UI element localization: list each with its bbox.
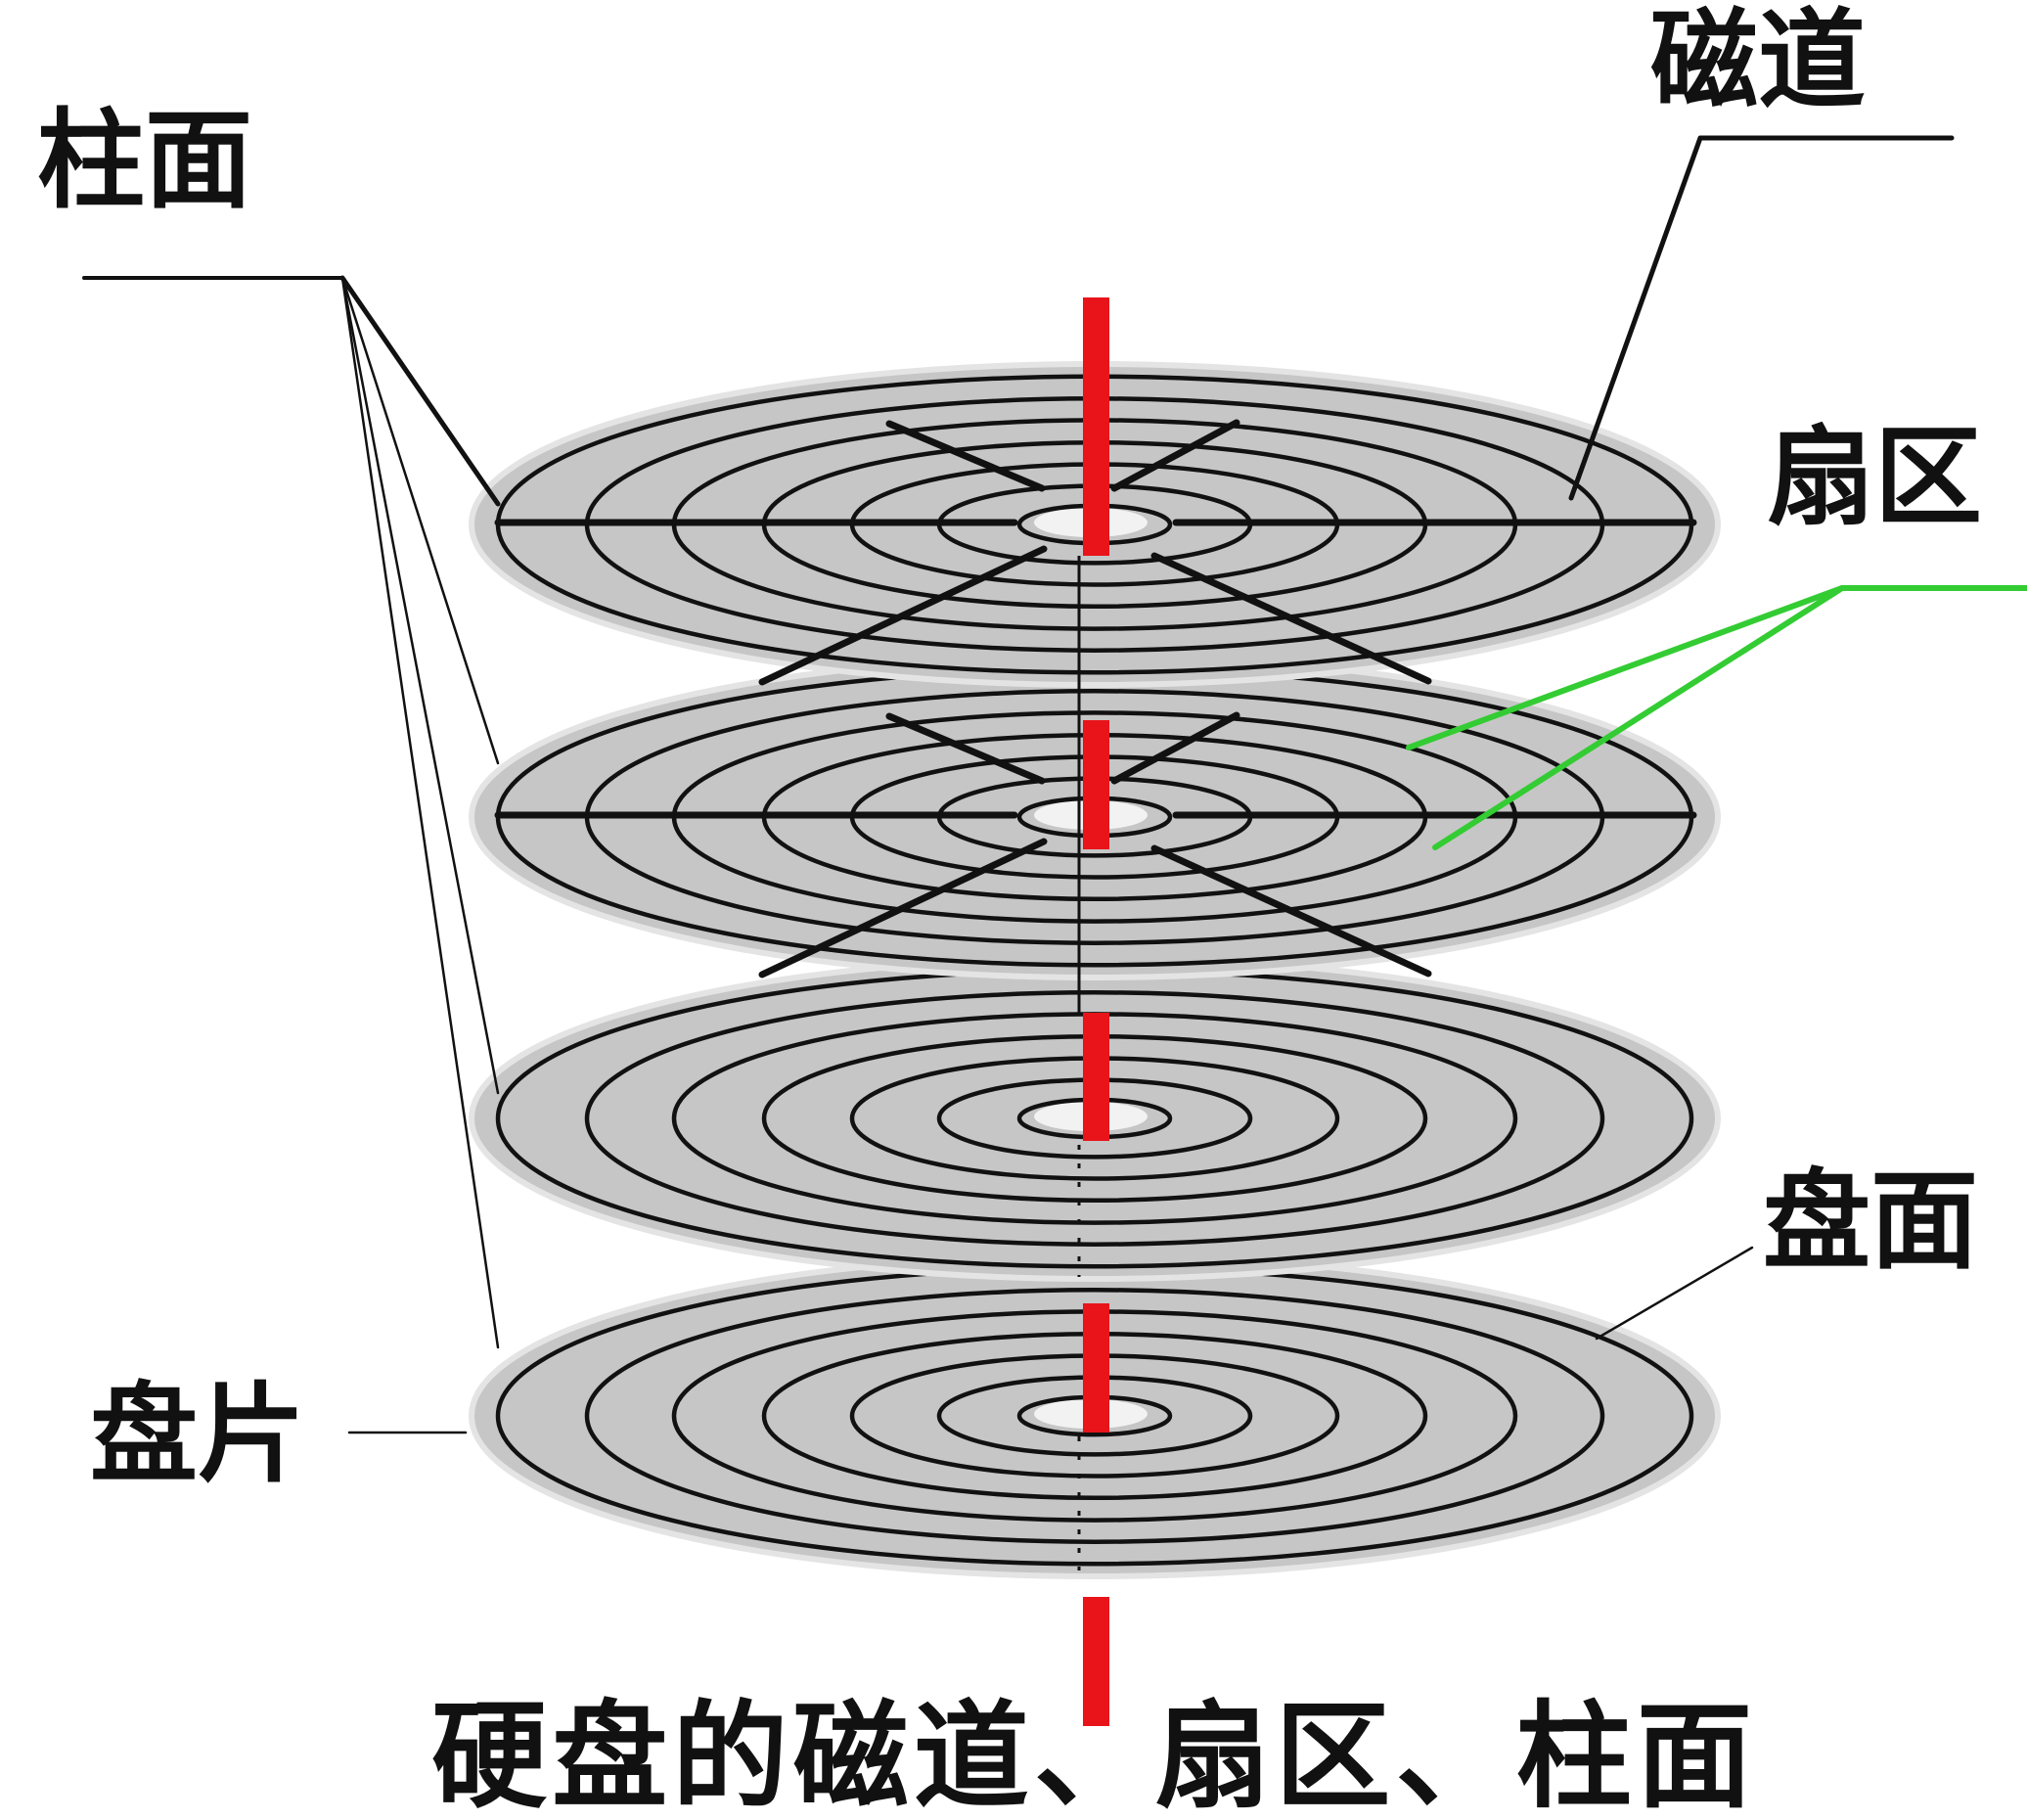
track-leader-line (1568, 135, 1955, 501)
cylinder-leader-line-3 (340, 276, 500, 1095)
surface-leader-line (1595, 1246, 1754, 1341)
platter-2-sector-line-upper-right (1110, 711, 1240, 785)
spindle-segment-4 (1083, 1303, 1109, 1433)
cylinder-leader-line-2 (340, 276, 500, 765)
cylinder-leader-line-1 (339, 275, 501, 507)
spindle (1083, 297, 1109, 1726)
track-label: 磁道 (1650, 0, 1866, 123)
surface-label: 盘面 (1763, 1158, 1978, 1284)
spindle-segment-5 (1083, 1597, 1109, 1726)
platter-4-track-2 (584, 1288, 1605, 1544)
cylinder-label: 柱面 (37, 97, 252, 223)
platter-2-sector-line-lower-left (758, 838, 1048, 978)
cylinder-leader-line-4 (340, 276, 500, 1349)
platter-2-sector-line-lower-right (1150, 844, 1432, 978)
spindle-segment-2 (1083, 720, 1109, 849)
platter-2-sector-line-upper-left (885, 712, 1046, 785)
sector-leader-line-2 (1432, 585, 1845, 850)
sector-label: 扇区 (1767, 414, 1982, 540)
platter-1-sector-line-upper-left (885, 420, 1046, 492)
leader-lines (82, 135, 2027, 1434)
platter-1-sector-line-lower-left (758, 545, 1048, 686)
platter-label: 盘片 (90, 1371, 305, 1497)
platter-1-sector-line-lower-right (1150, 552, 1432, 685)
spindle-segment-3 (1083, 1013, 1109, 1141)
diagram-caption: 硬盘的磁道、扇区、柱面 (431, 1688, 1752, 1820)
platter-1-sector-line-upper-right (1110, 419, 1240, 492)
spindle-segment-1 (1083, 297, 1109, 556)
platter-3-track-2 (584, 990, 1605, 1247)
